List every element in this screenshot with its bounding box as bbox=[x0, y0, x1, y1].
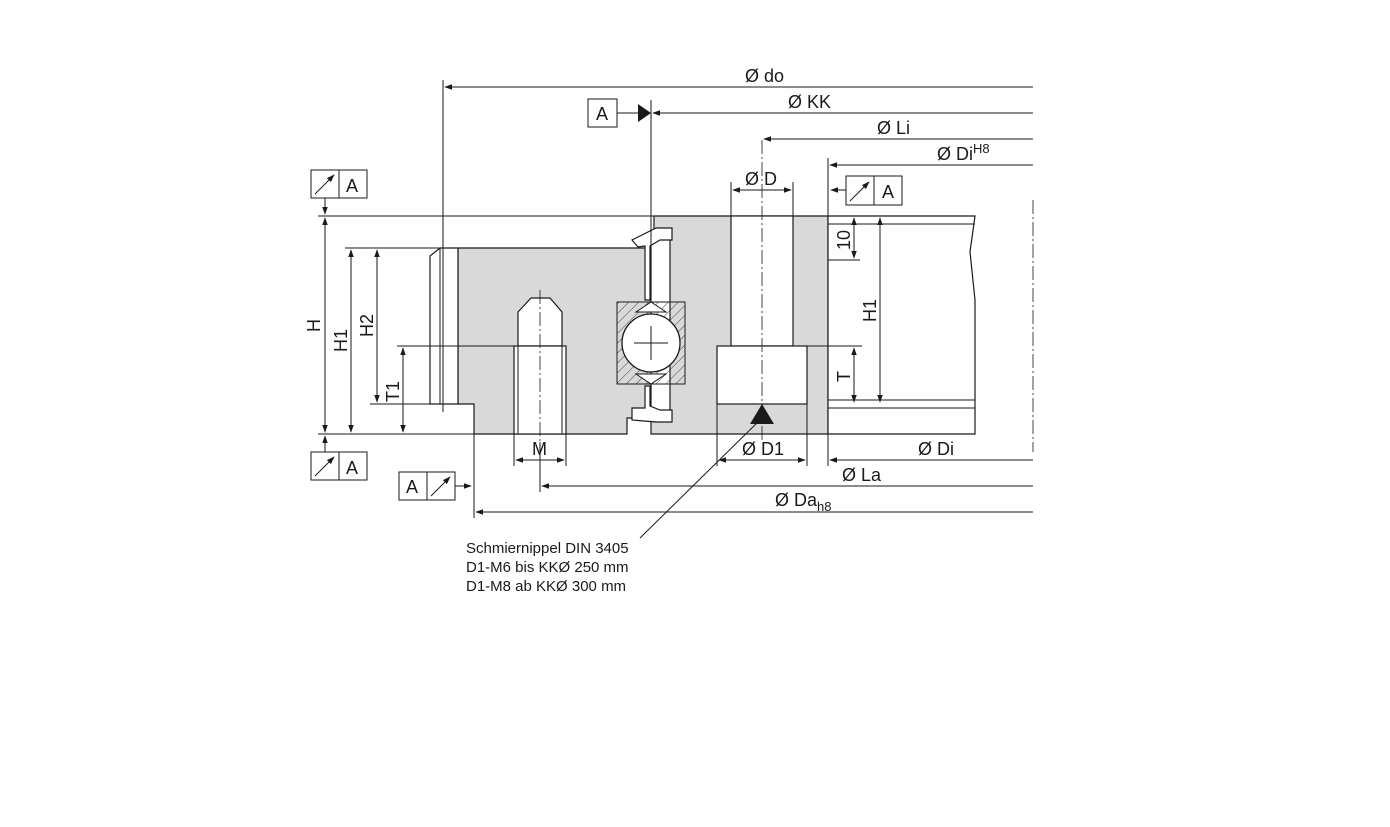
dim-h-label: H bbox=[304, 319, 324, 332]
note-leader bbox=[639, 417, 763, 539]
dim-di-bottom-label: Ø Di bbox=[918, 439, 954, 459]
note-line-1: Schmiernippel DIN 3405 bbox=[466, 540, 629, 557]
seal-lower bbox=[631, 385, 673, 423]
dim-da: Ø Dah8 bbox=[473, 434, 1033, 518]
runout-frame-bottom-left-datum: A bbox=[346, 458, 358, 478]
dim-d: Ø D bbox=[730, 169, 794, 216]
dim-la: Ø La bbox=[539, 442, 1033, 492]
note-line-3: D1-M8 ab KKØ 300 mm bbox=[466, 578, 626, 595]
runout-arrow-icon bbox=[314, 174, 335, 195]
runout-frame-top-left: A bbox=[310, 169, 368, 199]
dim-la-label: Ø La bbox=[842, 465, 882, 485]
dim-li-label: Ø Li bbox=[877, 118, 910, 138]
dim-d-label: Ø D bbox=[745, 169, 777, 189]
dim-t-label: T bbox=[834, 371, 854, 382]
dim-d1: Ø D1 bbox=[716, 404, 808, 466]
runout-frame-bottom-left: A bbox=[310, 451, 368, 481]
runout-frame-right: A bbox=[830, 175, 903, 206]
through-hole bbox=[716, 140, 808, 442]
dim-h1-left: H1 bbox=[331, 247, 440, 433]
dim-kk-label: Ø KK bbox=[788, 92, 831, 112]
grease-nipple-marker bbox=[750, 404, 774, 424]
dim-di-bottom: Ø Di bbox=[829, 439, 1033, 463]
dim-do: Ø do bbox=[442, 66, 1033, 412]
dim-kk: A Ø KK bbox=[587, 92, 1033, 302]
dim-di-top: Ø DiH8 bbox=[827, 141, 1033, 466]
note-line-2: D1-M6 bis KKØ 250 mm bbox=[466, 559, 629, 576]
dim-h1-right: H1 bbox=[860, 217, 883, 403]
runout-arrow-icon bbox=[314, 456, 335, 477]
runout-frame-bottom-mid: A bbox=[398, 471, 472, 501]
datum-a-label: A bbox=[596, 104, 608, 124]
runout-arrow-icon bbox=[849, 181, 870, 202]
dim-h: H bbox=[304, 198, 654, 452]
dim-h2-label: H2 bbox=[357, 314, 377, 337]
dim-t1-label: T1 bbox=[383, 381, 403, 402]
runout-frame-right-datum: A bbox=[882, 182, 894, 202]
runout-frame-top-left-datum: A bbox=[346, 176, 358, 196]
lubrication-note: Schmiernippel DIN 3405 D1-M6 bis KKØ 250… bbox=[466, 540, 629, 595]
runout-frame-bottom-mid-datum: A bbox=[406, 477, 418, 497]
dim-t1: T1 bbox=[383, 345, 518, 433]
dim-d1-label: Ø D1 bbox=[742, 439, 784, 459]
dim-h1-left-label: H1 bbox=[331, 329, 351, 352]
dim-10-label: 10 bbox=[834, 230, 854, 250]
dim-10: 10 bbox=[828, 217, 860, 261]
runout-arrow-icon bbox=[430, 476, 451, 497]
dim-li: Ø Li bbox=[763, 118, 1033, 142]
dim-do-label: Ø do bbox=[745, 66, 784, 86]
seal-upper bbox=[631, 227, 673, 301]
dim-h1-right-label: H1 bbox=[860, 299, 880, 322]
inner-ring-section bbox=[650, 215, 976, 435]
threaded-hole bbox=[513, 290, 567, 442]
datum-a-box bbox=[587, 98, 618, 128]
dim-da-label: Ø Dah8 bbox=[775, 490, 831, 514]
ball-raceway bbox=[616, 301, 686, 385]
dim-h2: H2 bbox=[357, 249, 474, 405]
dim-t: T bbox=[807, 345, 862, 403]
dim-di-top-label: Ø DiH8 bbox=[937, 141, 990, 164]
